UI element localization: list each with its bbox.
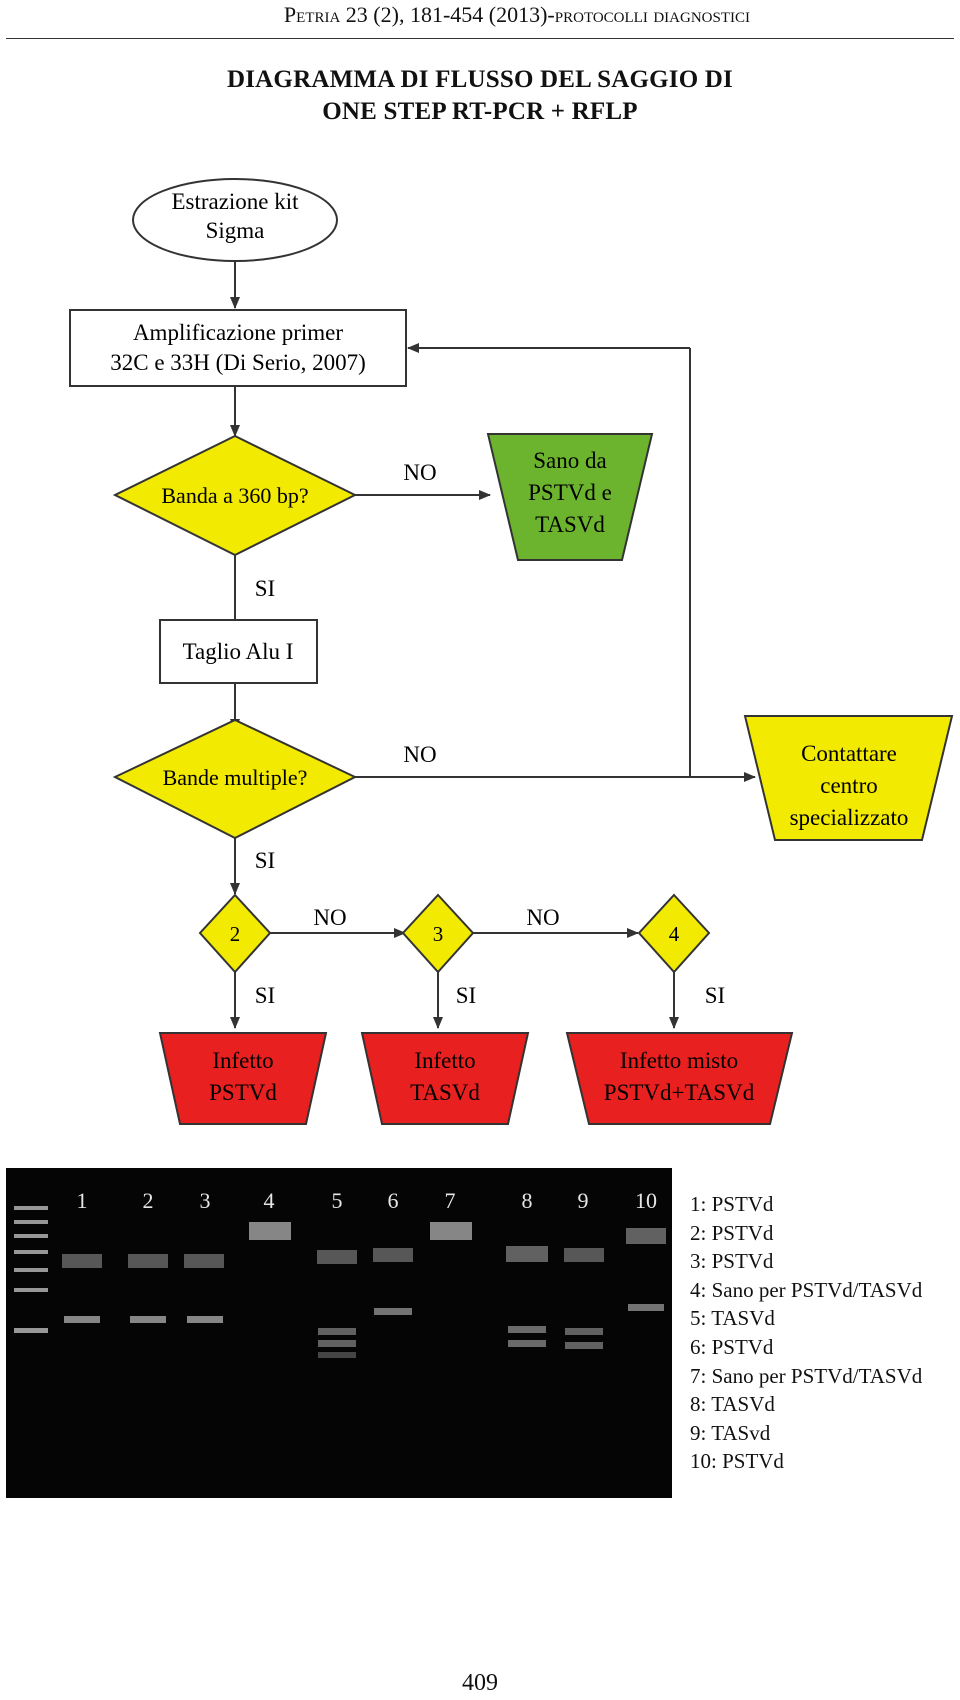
contact-label-3: specializzato — [790, 805, 909, 830]
lane-number: 7 — [445, 1188, 456, 1213]
healthy-node — [486, 433, 654, 561]
result-pstvd — [158, 1032, 328, 1125]
header-rule — [6, 38, 954, 39]
start-label-2: Sigma — [206, 218, 265, 243]
amplification-label-2: 32C e 33H (Di Serio, 2007) — [110, 350, 366, 375]
amplification-label-1: Amplificazione primer — [133, 320, 343, 345]
si-label-4: SI — [705, 983, 725, 1008]
result-mixed-label-1: Infetto misto — [620, 1048, 738, 1073]
page-number: 409 — [462, 1670, 498, 1696]
decision-band-360-label: Banda a 360 bp? — [161, 483, 308, 508]
result-pstvd-label-2: PSTVd — [209, 1080, 277, 1105]
no-label-3: NO — [526, 905, 559, 930]
legend-item: 3: PSTVd — [690, 1249, 774, 1274]
contact-label-1: Contattare — [801, 741, 897, 766]
running-header: Petria 23 (2), 181-454 (2013)-protocolli… — [0, 0, 960, 42]
legend-item: 6: PSTVd — [690, 1334, 774, 1359]
contact-label-2: centro — [820, 773, 877, 798]
healthy-label-1: Sano da — [533, 448, 606, 473]
lane-number: 8 — [522, 1188, 533, 1213]
sample-bands — [62, 1222, 666, 1358]
connectors — [230, 261, 756, 1029]
ladder-bands — [14, 1206, 48, 1333]
alu-cut-box — [159, 619, 318, 684]
figure-title-line2: ONE STEP RT-PCR + RFLP — [322, 98, 638, 125]
contact-node — [743, 715, 954, 841]
citation: 23 (2), 181-454 (2013)- — [340, 2, 555, 27]
no-label-q2: NO — [403, 742, 436, 767]
decision-multiple-bands-label: Bande multiple? — [163, 765, 308, 790]
result-tasvd-label-1: Infetto — [414, 1048, 475, 1073]
flowchart: Estrazione kit Sigma Amplificazione prim… — [69, 178, 954, 1125]
legend-item: 1: PSTVd — [690, 1192, 774, 1216]
healthy-label-3: TASVd — [535, 512, 605, 537]
lane-number: 1 — [77, 1188, 88, 1213]
lane-number: 6 — [388, 1188, 399, 1213]
legend-item: 4: Sano per PSTVd/TASVd — [690, 1277, 923, 1302]
decision-multiple-bands — [112, 718, 358, 840]
lane-number: 3 — [200, 1188, 211, 1213]
legend-item: 10: PSTVd — [690, 1449, 784, 1474]
decision-2-label: 2 — [230, 922, 241, 946]
si-label-3: SI — [456, 983, 476, 1008]
legend-item: 8: TASVd — [690, 1392, 775, 1417]
result-mixed — [565, 1032, 794, 1125]
journal-initial: P — [283, 2, 297, 27]
journal-name: etria — [296, 2, 341, 27]
legend-item: 7: Sano per PSTVd/TASVd — [690, 1363, 923, 1388]
no-label-q1: NO — [403, 460, 436, 485]
healthy-label-2: PSTVd e — [528, 480, 612, 505]
legend-item: 2: PSTVd — [690, 1220, 774, 1245]
lane-number: 5 — [332, 1188, 343, 1213]
figure-title-line1: DIAGRAMMA DI FLUSSO DEL SAGGIO DI — [227, 66, 733, 93]
decision-3-label: 3 — [433, 922, 444, 946]
start-label-1: Estrazione kit — [171, 189, 299, 214]
result-tasvd — [360, 1032, 530, 1125]
decision-4-label: 4 — [669, 922, 680, 946]
no-label-2: NO — [313, 905, 346, 930]
result-tasvd-label-2: TASVd — [410, 1080, 480, 1105]
start-node — [132, 178, 338, 262]
decision-band-360 — [112, 434, 358, 557]
result-pstvd-label-1: Infetto — [212, 1048, 273, 1073]
si-label-q2: SI — [255, 848, 275, 873]
lane-number: 9 — [578, 1188, 589, 1213]
lane-number: 10 — [635, 1188, 657, 1213]
amplification-box — [69, 309, 407, 387]
lane-number: 2 — [143, 1188, 154, 1213]
alu-cut-label: Taglio Alu I — [183, 639, 294, 664]
decision-2 — [198, 893, 272, 974]
si-label-2: SI — [255, 983, 275, 1008]
gel-legend: 1: PSTVd 2: PSTVd 3: PSTVd 4: Sano per P… — [690, 1190, 922, 1476]
legend-item: 9: TASvd — [690, 1420, 771, 1445]
gel-electrophoresis-image: 1 2 3 4 5 6 7 8 9 10 — [6, 1168, 672, 1498]
header-text: Petria 23 (2), 181-454 (2013)-protocolli… — [284, 2, 750, 28]
legend-item: 5: TASVd — [690, 1306, 775, 1331]
result-mixed-label-2: PSTVd+TASVd — [604, 1080, 755, 1105]
decision-3 — [401, 893, 475, 974]
section-name: protocolli diagnostici — [554, 2, 750, 27]
decision-4 — [637, 893, 711, 974]
lane-number: 4 — [264, 1188, 275, 1213]
lane-numbers: 1 2 3 4 5 6 7 8 9 10 — [77, 1188, 658, 1213]
si-label-q1: SI — [255, 576, 275, 601]
